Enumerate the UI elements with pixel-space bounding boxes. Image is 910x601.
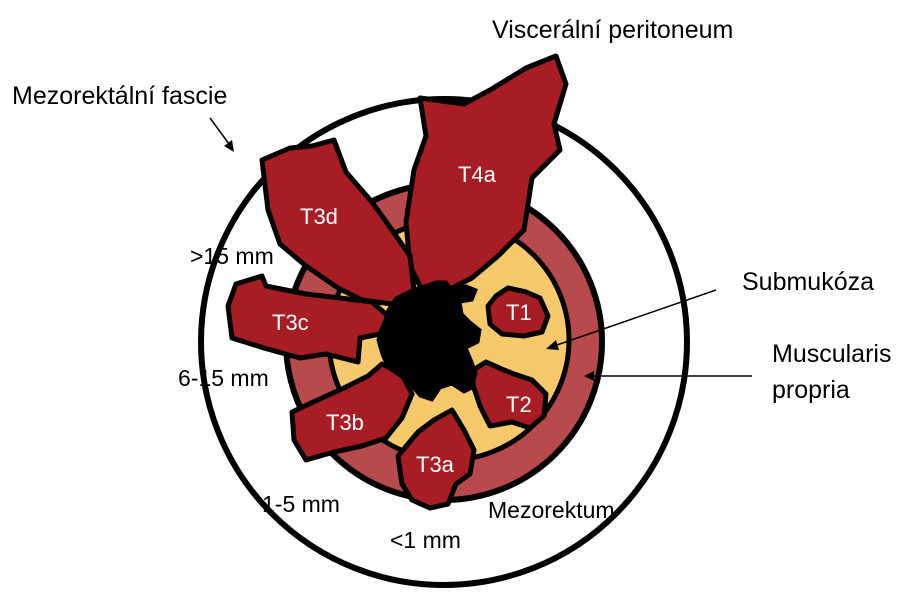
tumor-label-t3a: T3a [416,452,455,477]
tumor-label-t2: T2 [506,392,532,417]
submucosa-label: Submukóza [742,268,874,296]
distance-6-15-label: 6-15 mm [178,365,269,391]
distance-1-5-label: 1-5 mm [262,491,340,517]
mesorectum-label: Mezorektum [488,497,615,523]
tumor-label-t4a: T4a [458,162,497,187]
tumor-label-t3d: T3d [300,204,338,229]
mesorectal-fascia-label: Mezorektální fascie [12,82,227,110]
distance-gt15-label: >15 mm [190,243,274,269]
tumor-label-t1: T1 [506,300,532,325]
distance-lt1-label: <1 mm [390,527,461,553]
muscularis-label-line1: Muscularis [772,340,891,368]
tumor-label-t3b: T3b [326,410,364,435]
tumor-label-t3c: T3c [272,310,309,335]
fascia-arrow [210,118,234,152]
muscularis-label-line2: propria [772,376,850,404]
visceral-peritoneum-label: Viscerální peritoneum [492,16,733,44]
